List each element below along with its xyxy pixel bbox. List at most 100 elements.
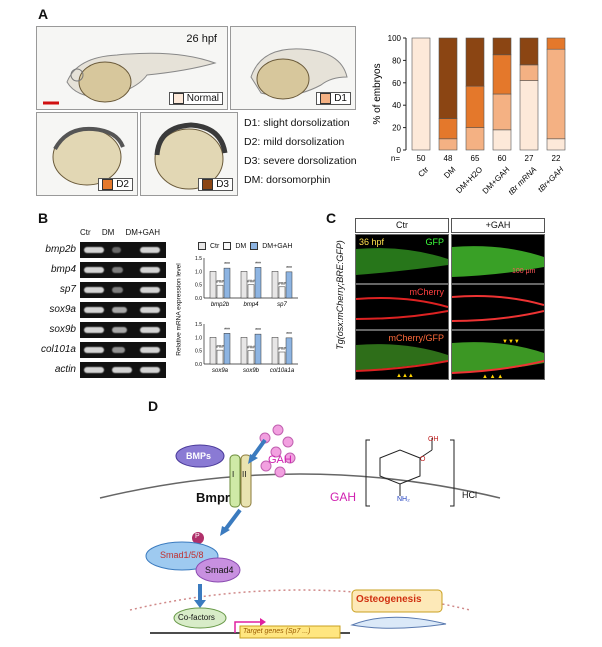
qpcr-bar [240, 337, 248, 365]
bar-segment-d2 [465, 85, 485, 128]
definition-d3: D3: severe dorsolization [244, 155, 357, 167]
gah-mcherry-drawing [451, 295, 545, 322]
scale-bar-label: 100 μm [512, 268, 536, 275]
sig-star: *** [224, 262, 230, 268]
gel-band [112, 367, 132, 373]
qpcr-gene-label: col10a1a [270, 368, 295, 374]
qpcr-bar [271, 337, 279, 365]
ctr-merge-drawing: ▲▲▲ [355, 344, 449, 379]
bar-segment-normal [546, 138, 566, 151]
image-ctr-gfp: 36 hpf GFP [355, 234, 449, 284]
transcription-arrow [234, 621, 260, 633]
gel-band [140, 367, 160, 373]
gel-band [140, 347, 160, 353]
gel-band [84, 267, 104, 273]
nuclear-membrane [129, 589, 471, 611]
tag-d1: D1 [316, 92, 351, 105]
sig-hash: ### [278, 281, 286, 286]
target-gene-box [239, 625, 341, 639]
gel-band [140, 327, 160, 333]
bar-segment-normal [411, 37, 431, 151]
tag-normal: Normal [168, 92, 223, 105]
gel-band [112, 247, 121, 253]
panel-a-label: A [38, 6, 49, 22]
bar-segment-d2 [492, 54, 512, 95]
gel-band [112, 347, 126, 353]
gene-sox9b: sox9b [49, 324, 76, 335]
bar-segment-d1 [519, 64, 539, 81]
bar-segment-d2 [546, 37, 566, 50]
panel-d-label: D [148, 398, 159, 414]
qpcr-swatch-ctr [198, 242, 206, 250]
bmpr-label: Bmpr [196, 490, 230, 505]
smad158-label: Smad1/5/8 [160, 550, 204, 560]
tag-d3: D3 [198, 178, 233, 191]
gel-band [84, 287, 104, 293]
qpcr-bar [247, 350, 255, 365]
qpcr-bar [247, 284, 255, 299]
gel-row-col101a [80, 342, 166, 358]
bar-segment-d3 [438, 37, 458, 119]
gah-structure-label: GAH [330, 490, 357, 504]
sig-hash: ### [216, 279, 224, 284]
sig-hash: ### [247, 279, 255, 284]
sig-hash: ### [247, 345, 255, 350]
tag-d2-text: D2 [116, 179, 129, 190]
swatch-d2 [102, 179, 114, 190]
image-ctr-mcherry: mCherry [355, 284, 449, 330]
sig-star: *** [255, 261, 261, 267]
category-label: DM [442, 165, 457, 180]
tag-d1-text: D1 [334, 93, 347, 104]
qpcr-legend-dm: DM [235, 242, 247, 250]
definition-d1: D1: slight dorsolization [244, 117, 350, 129]
qpcr-chart-top: 0.00.51.01.5***###bmp2b***###bmp4***###s… [195, 256, 298, 308]
smad4-ellipse [195, 557, 241, 583]
definition-d2: D2: mild dorsolization [244, 136, 345, 148]
qpcr-bar [285, 337, 293, 365]
timepoint-26hpf: 26 hpf [186, 33, 217, 45]
gel-row-sox9a [80, 302, 166, 318]
qpcr-ylabel: Relative mRNA expression level [175, 263, 183, 356]
qpcr-tick-label: 1.0 [195, 335, 202, 341]
swatch-d1 [320, 93, 332, 104]
gel-band [140, 287, 160, 293]
n-value: 22 [552, 154, 561, 163]
label-gfp-ctr: GFP [425, 237, 444, 247]
qpcr-bar [271, 271, 279, 299]
embryo-image-d3: D3 [140, 112, 238, 196]
gene-bmp4: bmp4 [50, 264, 76, 275]
gel-band [84, 367, 104, 373]
bar-segment-d3 [519, 37, 539, 66]
gel-col-dm: DM [101, 228, 115, 237]
definition-dm: DM: dorsomorphin [244, 174, 331, 186]
receptor-type-i [229, 454, 241, 508]
embryo-d3-drawing [154, 122, 228, 190]
ctr-gfp-drawing [356, 248, 448, 275]
y-tick-label: 100 [388, 34, 402, 43]
gah-label: GAH [268, 454, 292, 466]
qpcr-tick-label: 0.0 [195, 362, 202, 368]
gah-merge-drawing: ▼▼▼▲ ▲ ▲ [451, 339, 545, 380]
gel-band [140, 267, 160, 273]
qpcr-bar [216, 349, 224, 365]
signaling-diagram [99, 424, 501, 639]
embryo-d2-drawing [52, 126, 125, 186]
col-header-ctr-text: Ctr [396, 220, 408, 230]
sig-hash: ### [278, 346, 286, 351]
qpcr-swatch-dm [223, 242, 232, 250]
qpcr-tick-label: 1.0 [195, 269, 202, 275]
label-merge-ctr: mCherry/GFP [388, 333, 444, 343]
gel-col-headers: Ctr DM DM+GAH [80, 228, 160, 237]
gel-band [84, 307, 104, 313]
col-header-ctr: Ctr [355, 218, 449, 233]
qpcr-tick-label: 0.5 [195, 283, 202, 289]
y-tick-label: 0 [397, 146, 402, 155]
n-value: 60 [498, 154, 507, 163]
transgenic-line-label: Tg(osx:mCherry;BRE:GFP) [335, 240, 345, 350]
gel-row-sox9b [80, 322, 166, 338]
sig-star: *** [255, 328, 261, 334]
gel-col-dmgah: DM+GAH [125, 228, 160, 237]
bmps-label: BMPs [186, 451, 212, 461]
gel-row-actin [80, 362, 166, 378]
qpcr-bar [278, 351, 286, 365]
